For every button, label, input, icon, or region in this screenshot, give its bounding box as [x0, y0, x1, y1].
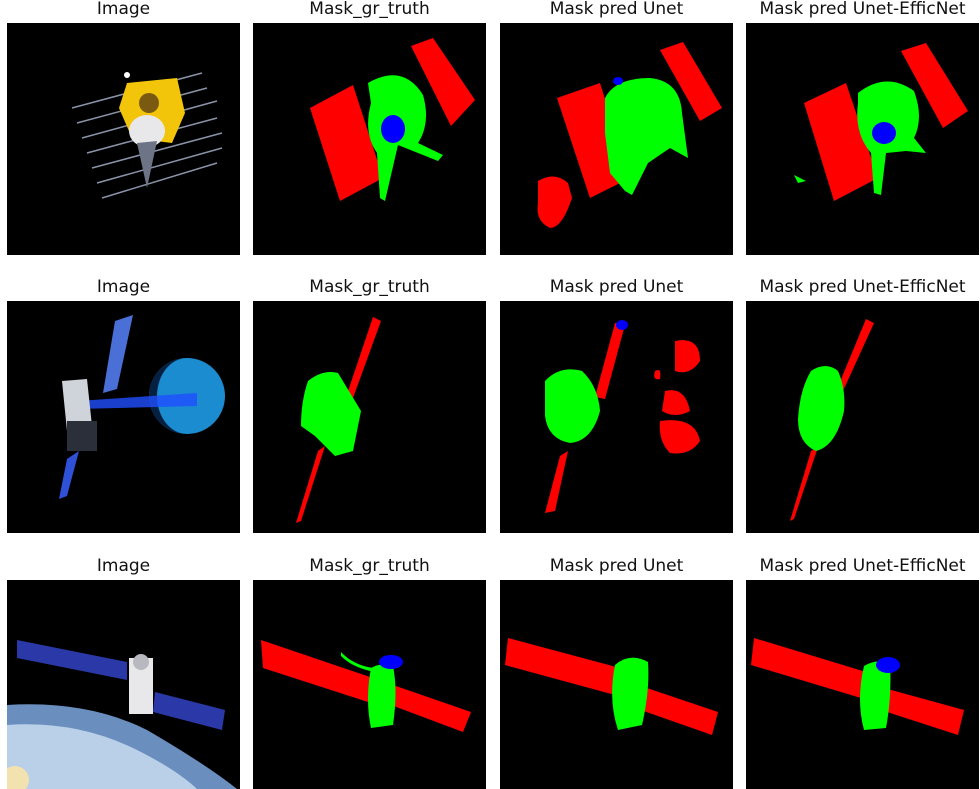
- panel-r2-unet-prediction: Mask pred Unet: [500, 277, 733, 533]
- mask-unet-prediction-3: [500, 580, 733, 789]
- mask-unet-efficnet-prediction-2: [746, 301, 979, 533]
- panel-r3-unet-efficnet-prediction: Mask pred Unet-EfficNet: [746, 556, 979, 789]
- panel-title: Image: [96, 0, 151, 19]
- panel-r1-unet-prediction: Mask pred Unet: [500, 0, 733, 255]
- mask-ground-truth-3: [253, 580, 486, 789]
- panel-r3-ground-truth: Mask_gr_truth: [253, 556, 486, 789]
- panel-r2-ground-truth: Mask_gr_truth: [253, 277, 486, 533]
- panel-r3-unet-prediction: Mask pred Unet: [500, 556, 733, 789]
- panel-title: Mask_gr_truth: [309, 277, 430, 297]
- panel-title: Mask pred Unet-EfficNet: [759, 277, 966, 297]
- panel-title: Mask pred Unet-EfficNet: [759, 0, 966, 19]
- panel-r1-image: Image: [7, 0, 240, 255]
- panel-title: Image: [96, 556, 151, 576]
- mask-ground-truth-2: [253, 301, 486, 533]
- panel-r3-image: Image: [7, 556, 240, 789]
- panel-r2-unet-efficnet-prediction: Mask pred Unet-EfficNet: [746, 277, 979, 533]
- mask-unet-prediction-2: [500, 301, 733, 533]
- panel-title: Mask pred Unet: [549, 277, 684, 297]
- panel-title: Mask pred Unet: [549, 556, 684, 576]
- panel-r1-ground-truth: Mask_gr_truth: [253, 0, 486, 255]
- satellite-photo-2: [7, 301, 240, 533]
- mask-unet-efficnet-prediction-1: [746, 23, 979, 255]
- panel-title: Mask pred Unet: [549, 0, 684, 19]
- panel-r2-image: Image: [7, 277, 240, 533]
- panel-title: Image: [96, 277, 151, 297]
- mask-unet-prediction-1: [500, 23, 733, 255]
- panel-title: Mask_gr_truth: [309, 556, 430, 576]
- mask-ground-truth-1: [253, 23, 486, 255]
- panel-title: Mask pred Unet-EfficNet: [759, 556, 966, 576]
- satellite-photo-3: [7, 580, 240, 789]
- satellite-photo-1: [7, 23, 240, 255]
- panel-r1-unet-efficnet-prediction: Mask pred Unet-EfficNet: [746, 0, 979, 255]
- mask-unet-efficnet-prediction-3: [746, 580, 979, 789]
- panel-title: Mask_gr_truth: [309, 0, 430, 19]
